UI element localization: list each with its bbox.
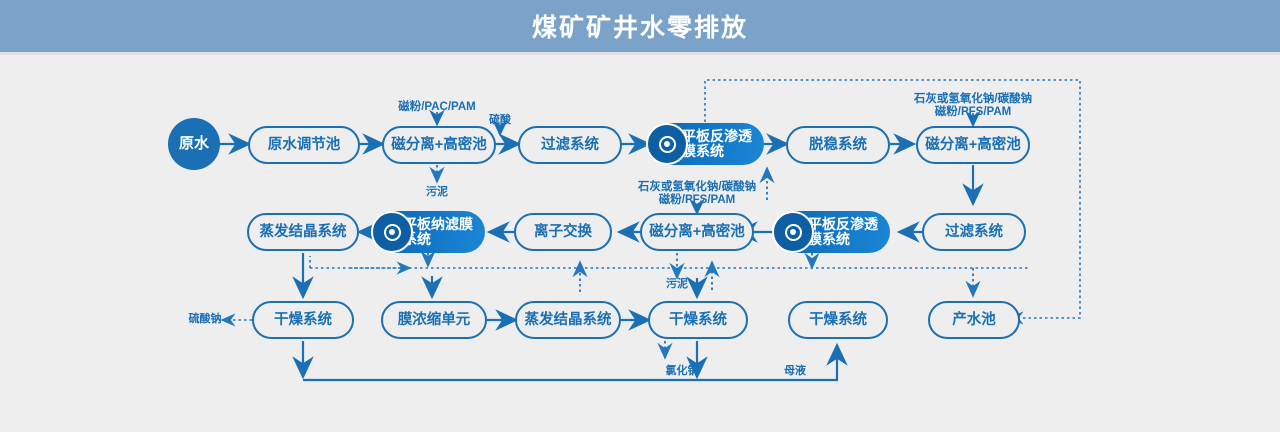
- membrane-disc-icon: [371, 211, 413, 253]
- node-label: 蒸发结晶系统: [259, 223, 347, 240]
- node-drying-1[interactable]: 干燥系统: [252, 301, 354, 339]
- node-label: 磁分离+高密池: [925, 136, 1021, 153]
- node-label: 产水池: [952, 311, 996, 328]
- node-product-water-tank[interactable]: 产水池: [928, 301, 1020, 339]
- node-label: 干燥系统: [274, 311, 332, 328]
- node-raw-water[interactable]: 原水: [168, 118, 220, 170]
- node-label: 过滤系统: [541, 136, 599, 153]
- node-label: 磁分离+高密池: [391, 136, 487, 153]
- node-drying-3[interactable]: 干燥系统: [788, 301, 888, 339]
- node-ion-exchange[interactable]: 离子交换: [514, 213, 612, 251]
- node-label: 干燥系统: [669, 311, 727, 328]
- label-sulfuric-acid: 硫酸: [489, 114, 511, 126]
- node-destabilization[interactable]: 脱稳系统: [786, 126, 890, 164]
- node-evaporation-crystallization-2[interactable]: 蒸发结晶系统: [515, 301, 621, 339]
- node-label: 蒸发结晶系统: [524, 311, 612, 328]
- page-header: 煤矿矿井水零排放: [0, 0, 1280, 52]
- node-magnetic-separation-3[interactable]: 磁分离+高密池: [640, 213, 754, 251]
- label-dosing-2-line1: 石灰或氢氧化钠/碳酸钠: [913, 93, 1033, 105]
- membrane-disc-icon: [646, 123, 688, 165]
- node-flat-ro-membrane-2[interactable]: 平板反渗透膜系统: [772, 211, 890, 253]
- node-label: 脱稳系统: [809, 136, 867, 153]
- label-mother-liquor: 母液: [784, 365, 806, 377]
- header-divider: [0, 52, 1280, 55]
- node-label: 原水调节池: [267, 136, 341, 153]
- node-filtration-1[interactable]: 过滤系统: [518, 126, 622, 164]
- node-label: 原水: [178, 135, 209, 153]
- node-label: 膜浓缩单元: [397, 311, 471, 328]
- label-sludge-2: 污泥: [666, 278, 688, 290]
- node-raw-water-tank[interactable]: 原水调节池: [248, 126, 360, 164]
- membrane-disc-icon: [772, 211, 814, 253]
- node-flat-ro-membrane-1[interactable]: 平板反渗透膜系统: [646, 123, 764, 165]
- node-evaporation-crystallization-1[interactable]: 蒸发结晶系统: [247, 213, 359, 251]
- node-label: 磁分离+高密池: [649, 223, 745, 240]
- node-membrane-concentrate-unit[interactable]: 膜浓缩单元: [381, 301, 487, 339]
- page-title: 煤矿矿井水零排放: [531, 14, 748, 42]
- node-label: 干燥系统: [809, 311, 867, 328]
- label-dosing-1: 磁粉/PAC/PAM: [398, 101, 476, 113]
- node-label: 平板反渗透膜系统: [808, 215, 878, 247]
- label-sodium-sulfate: 硫酸钠: [188, 313, 222, 325]
- label-sludge-1: 污泥: [426, 186, 448, 198]
- node-label: 过滤系统: [945, 223, 1003, 240]
- node-label: 平板纳滤膜系统: [403, 215, 473, 247]
- node-label: 离子交换: [534, 223, 592, 240]
- node-magnetic-separation-2[interactable]: 磁分离+高密池: [916, 126, 1030, 164]
- node-label: 平板反渗透膜系统: [682, 127, 752, 159]
- node-magnetic-separation-1[interactable]: 磁分离+高密池: [382, 126, 496, 164]
- node-flat-nf-membrane[interactable]: 平板纳滤膜系统: [371, 211, 485, 253]
- node-filtration-2[interactable]: 过滤系统: [922, 213, 1026, 251]
- label-dosing-3-line2: 磁粉/PFS/PAM: [658, 194, 736, 206]
- node-drying-2[interactable]: 干燥系统: [648, 301, 748, 339]
- label-dosing-3-line1: 石灰或氢氧化钠/碳酸钠: [637, 181, 757, 193]
- label-sodium-chloride: 氯化钠: [665, 365, 699, 377]
- label-dosing-2-line2: 磁粉/PFS/PAM: [934, 106, 1012, 118]
